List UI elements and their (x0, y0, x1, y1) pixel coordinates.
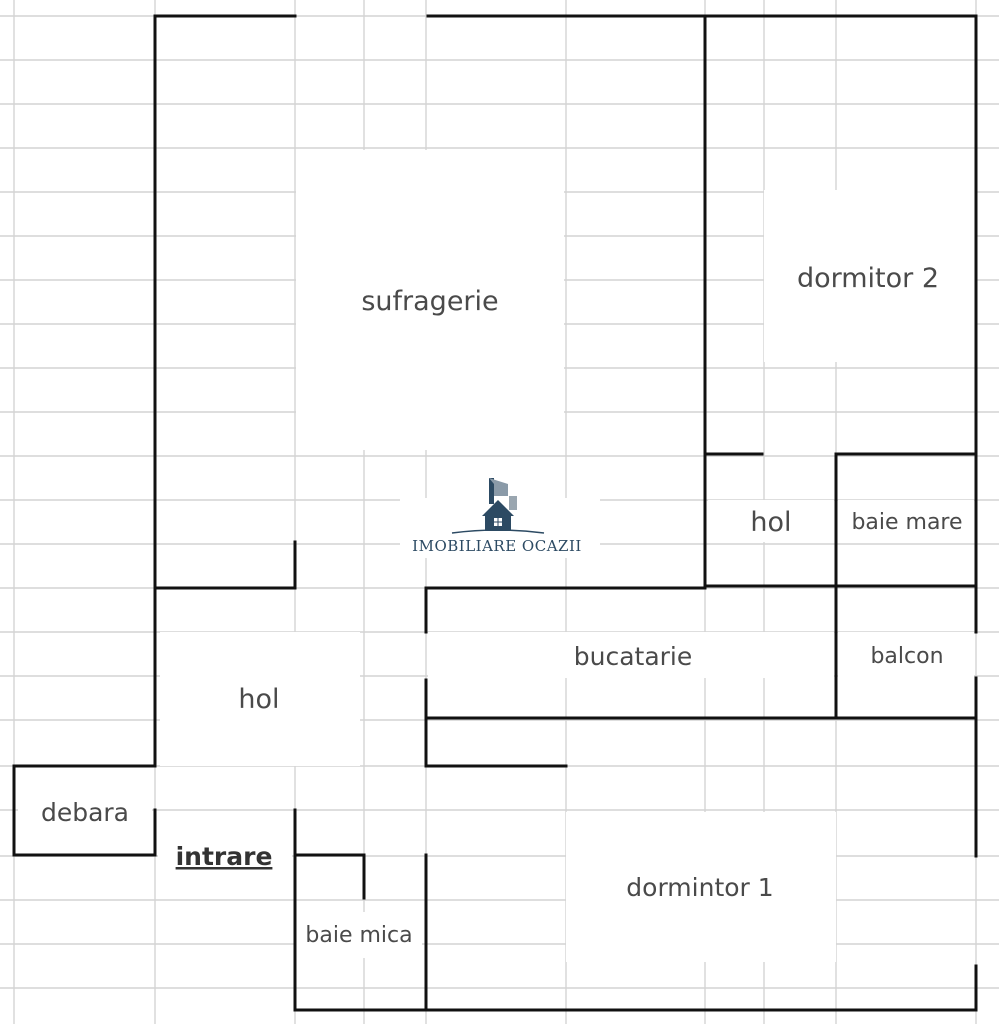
room-label-debara: debara (41, 798, 129, 827)
watermark-text: IMOBILIARE OCAZII (412, 537, 582, 555)
walls (12, 14, 978, 1012)
label-backgrounds (18, 150, 976, 962)
room-label-sufragerie: sufragerie (361, 286, 498, 317)
room-label-dormintor-1: dormintor 1 (626, 873, 773, 902)
room-label-bucatarie: bucatarie (574, 642, 693, 671)
room-label-hol-upper: hol (750, 507, 791, 538)
room-label-baie-mare: baie mare (851, 510, 962, 535)
room-label-hol-lower: hol (238, 684, 279, 715)
room-label-intrare: intrare (176, 842, 273, 871)
room-label-dormitor-2: dormitor 2 (797, 263, 939, 294)
room-label-balcon: balcon (870, 644, 943, 669)
room-label-baie-mica: baie mica (305, 923, 412, 948)
house-logo-icon (451, 478, 545, 534)
